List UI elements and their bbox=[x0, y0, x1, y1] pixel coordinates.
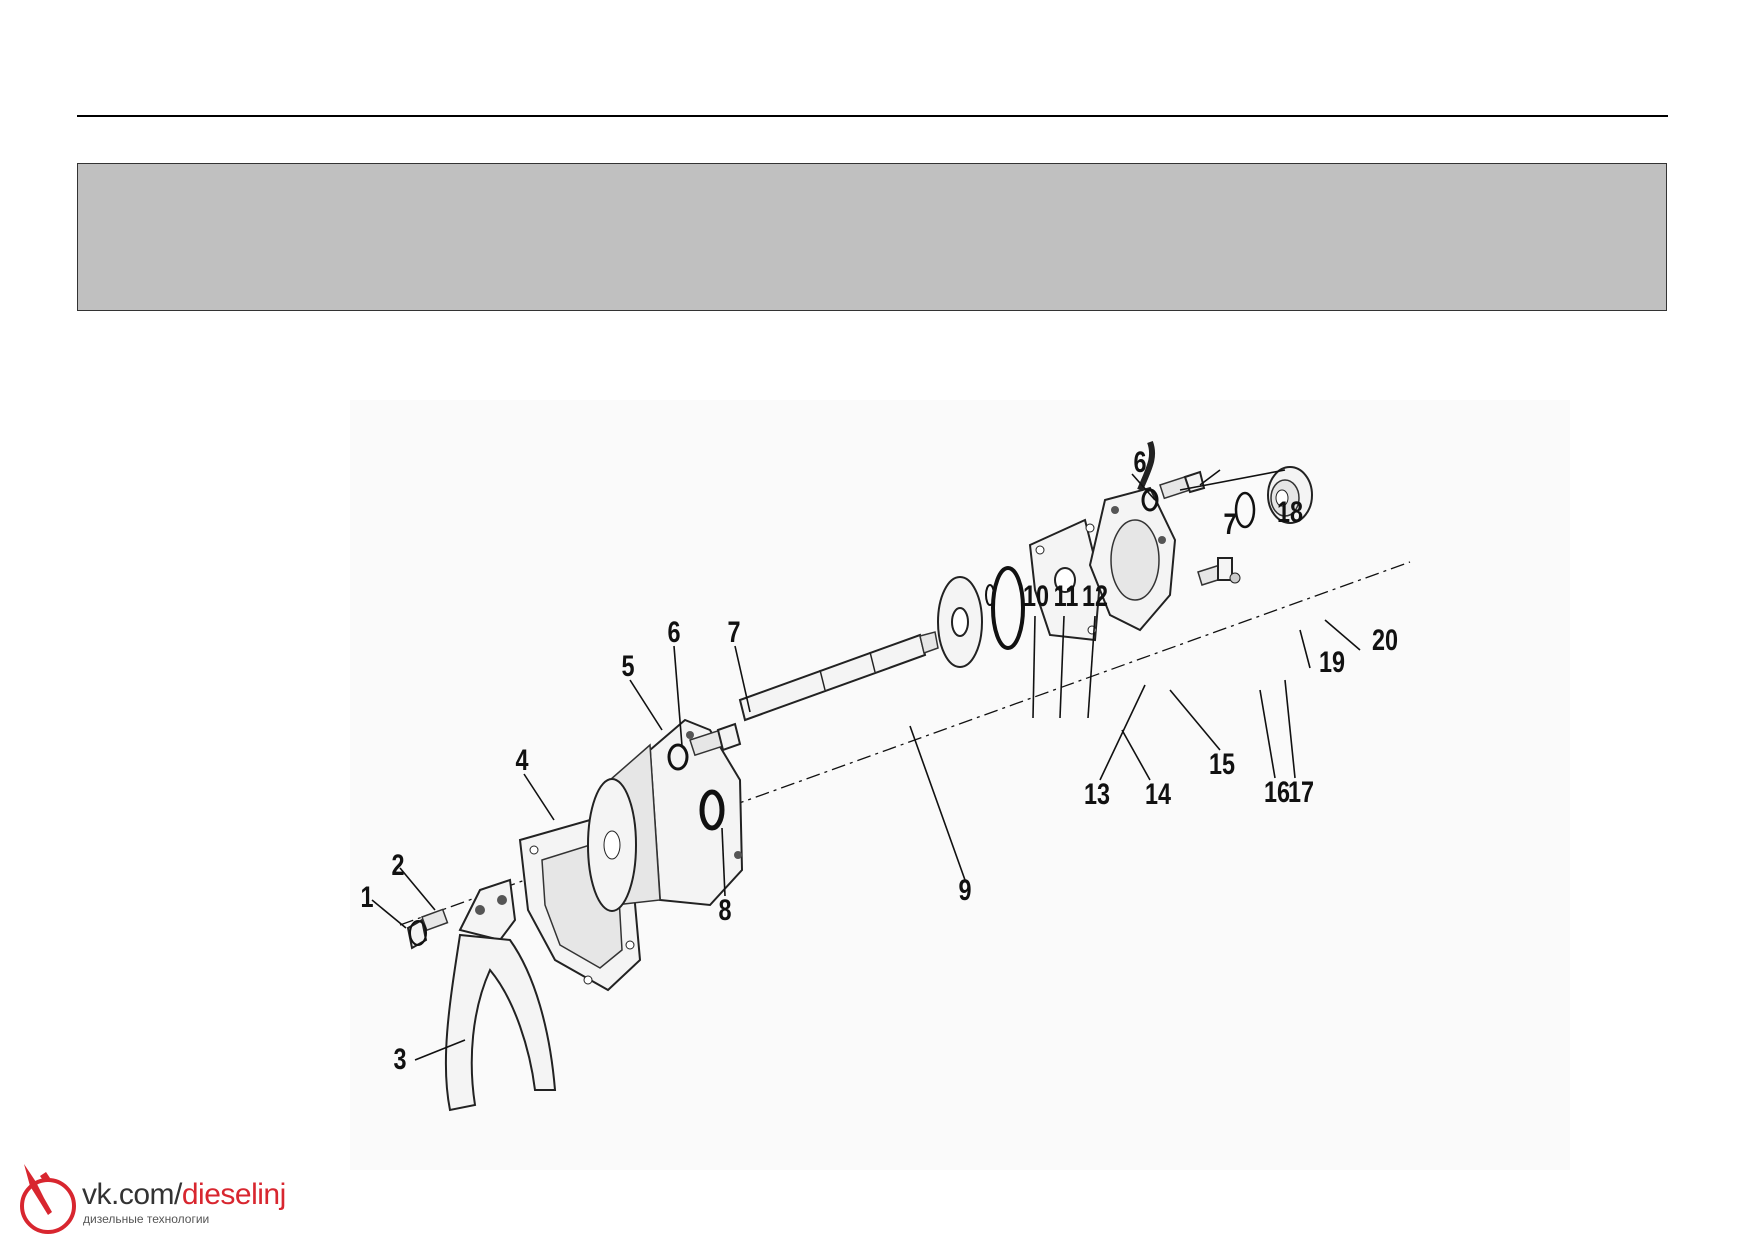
callout-12: 12 bbox=[1082, 579, 1108, 612]
brand-url-highlight: dieselinj bbox=[181, 1178, 286, 1211]
diagram-canvas: 1 2 3 4 5 6 7 8 9 10 11 12 13 14 15 16 1… bbox=[360, 440, 1411, 1112]
brand-tagline: дизельные технологии bbox=[83, 1212, 210, 1226]
exploded-parts-diagram: 1 2 3 4 5 6 7 8 9 10 11 12 13 14 15 16 1… bbox=[350, 400, 1570, 1170]
callout-9: 9 bbox=[958, 873, 971, 906]
part-o-ring-12 bbox=[991, 566, 1025, 650]
callout-labels: 1 2 3 4 5 6 7 8 9 10 11 12 13 14 15 16 1… bbox=[360, 445, 1398, 1075]
part-plate-13-14 bbox=[1028, 518, 1102, 642]
part-washer-2 bbox=[409, 920, 427, 946]
leader-lines bbox=[371, 469, 1361, 1061]
part-fitting-16-17 bbox=[1197, 557, 1241, 586]
part-screw-7 bbox=[689, 722, 742, 757]
part-o-ring-19 bbox=[1234, 491, 1256, 529]
top-rule bbox=[77, 115, 1668, 117]
part-cover-15 bbox=[1088, 486, 1177, 632]
diesel-injector-icon bbox=[20, 1164, 76, 1234]
callout-17: 17 bbox=[1288, 775, 1314, 808]
callout-5: 5 bbox=[621, 649, 634, 682]
assembly-axis bbox=[399, 561, 1411, 926]
callout-13: 13 bbox=[1084, 777, 1110, 810]
callout-6: 6 bbox=[667, 615, 680, 648]
brand-url: vk.com/dieselinj bbox=[82, 1178, 286, 1212]
callout-7: 7 bbox=[727, 615, 740, 648]
callout-20: 20 bbox=[1372, 623, 1398, 656]
part-bolt-1 bbox=[406, 908, 449, 950]
part-housing-5 bbox=[587, 718, 744, 912]
part-seal-10 bbox=[937, 576, 983, 668]
brand-logo: vk.com/dieselinj дизельные технологии bbox=[14, 1160, 314, 1235]
part-washer-6 bbox=[667, 743, 689, 771]
callout-1: 1 bbox=[360, 880, 373, 913]
part-screw-7b bbox=[1159, 470, 1206, 500]
brand-url-prefix: vk.com/ bbox=[82, 1178, 182, 1211]
header-banner bbox=[77, 163, 1667, 311]
part-cap-20 bbox=[1267, 466, 1313, 524]
callout-15: 15 bbox=[1209, 747, 1235, 780]
callout-10: 10 bbox=[1023, 579, 1049, 612]
callout-6b: 6 bbox=[1133, 445, 1146, 478]
callout-4: 4 bbox=[515, 743, 528, 776]
callout-7b: 7 bbox=[1223, 507, 1236, 540]
part-washer-6b bbox=[1141, 488, 1159, 512]
part-shift-fork-3 bbox=[444, 878, 557, 1112]
callout-2: 2 bbox=[391, 848, 404, 881]
callout-11: 11 bbox=[1054, 579, 1079, 612]
callout-16: 16 bbox=[1264, 775, 1290, 808]
callout-19: 19 bbox=[1319, 645, 1345, 678]
part-shaft-9 bbox=[738, 631, 939, 722]
callout-18: 18 bbox=[1277, 495, 1303, 528]
part-o-ring-8 bbox=[699, 789, 725, 831]
callout-8: 8 bbox=[718, 893, 731, 926]
callout-3: 3 bbox=[393, 1042, 406, 1075]
callout-14: 14 bbox=[1145, 777, 1171, 810]
